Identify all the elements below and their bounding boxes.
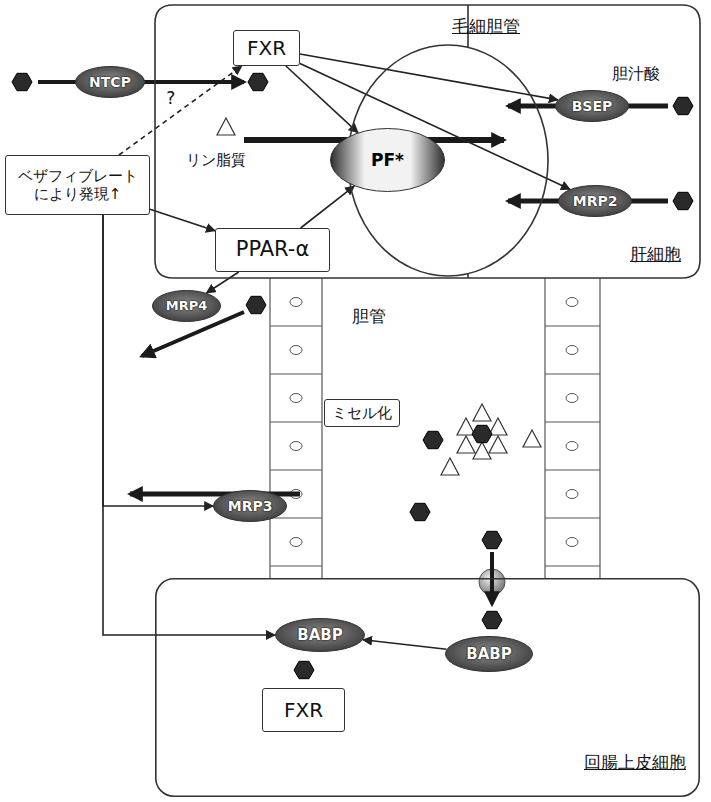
connector-arrow [286, 66, 358, 133]
ileal-epithelial-cell: 回腸上皮細胞 BABP BABP FXR [155, 578, 700, 797]
bile-duct-wall [270, 278, 600, 578]
label-holder: 胆汁酸 [612, 64, 660, 83]
connector-arrow [150, 209, 215, 231]
free-label: リン脂質 [186, 151, 246, 169]
edge-label-holder: ? [164, 87, 177, 107]
label-box: ミセル化 [324, 399, 400, 427]
node-label: NTCP [89, 74, 131, 91]
label-box: PPAR-α [215, 228, 330, 272]
node-label: FXR [247, 36, 286, 60]
transporter-shape [556, 91, 629, 122]
transporter-ellipse: BABP [275, 618, 365, 652]
node-label: BABP [297, 626, 342, 644]
label-box: FXR [262, 688, 345, 732]
node-label: MRP4 [166, 298, 208, 314]
transporter-ellipse: MRP2 [558, 185, 632, 217]
transporter-shape [559, 186, 632, 217]
cell-membrane [156, 579, 699, 796]
label-box: FXR [233, 30, 300, 66]
transporter-ellipse: NTCP [75, 66, 145, 98]
cell-membrane [155, 5, 700, 278]
transporter-ellipse: MRP3 [213, 490, 287, 522]
phospholipid-symbols [217, 118, 541, 475]
region-label: 回腸上皮細胞 [584, 752, 686, 772]
node-label: MRP3 [228, 498, 273, 515]
label-holder: 胆管 [352, 306, 386, 326]
flippase-ellipse: PF* [330, 128, 445, 192]
transporter-shape [276, 619, 365, 652]
node-label: FXR [284, 698, 323, 722]
node-label: BSEP [572, 98, 613, 115]
node-label: ベザフィブレートにより発現↑ [12, 167, 143, 203]
free-label: 胆管 [352, 306, 386, 326]
transporter-shape [214, 491, 287, 522]
transporter-shape [76, 67, 145, 98]
transporter-shape [331, 129, 445, 192]
transporter-ellipse: MRP4 [152, 290, 221, 322]
connector-arrow [301, 186, 355, 228]
transporter-shape [446, 637, 533, 672]
transporter-ellipse: BSEP [555, 90, 629, 122]
connector-arrow [363, 640, 447, 649]
region-label: 肝細胞 [630, 244, 681, 264]
canaliculus-outline [348, 45, 548, 276]
transporter-ellipse: BABP [445, 636, 533, 672]
connector-arrow [103, 215, 213, 506]
node-label: PPAR-α [236, 237, 310, 262]
node-label: ミセル化 [332, 404, 392, 422]
region-label: 毛細胆管 [452, 16, 520, 36]
node-label: MRP2 [573, 193, 618, 210]
node-label: PF* [371, 150, 404, 170]
free-label: 胆汁酸 [612, 64, 660, 83]
connector-arrow [300, 54, 558, 100]
edge-label: ? [164, 87, 177, 107]
hepatocyte-cells: 肝細胞 FXR 毛細胆管 BSEP PF* MRP2PPAR-α [155, 5, 700, 278]
connector-arrow [207, 272, 239, 293]
transporter-shape [153, 291, 221, 322]
label-box: ベザフィブレートにより発現↑ [5, 155, 150, 215]
duct-cell-nuclei [290, 298, 578, 547]
label-holder: リン脂質 [186, 151, 246, 169]
node-label: BABP [466, 645, 511, 663]
